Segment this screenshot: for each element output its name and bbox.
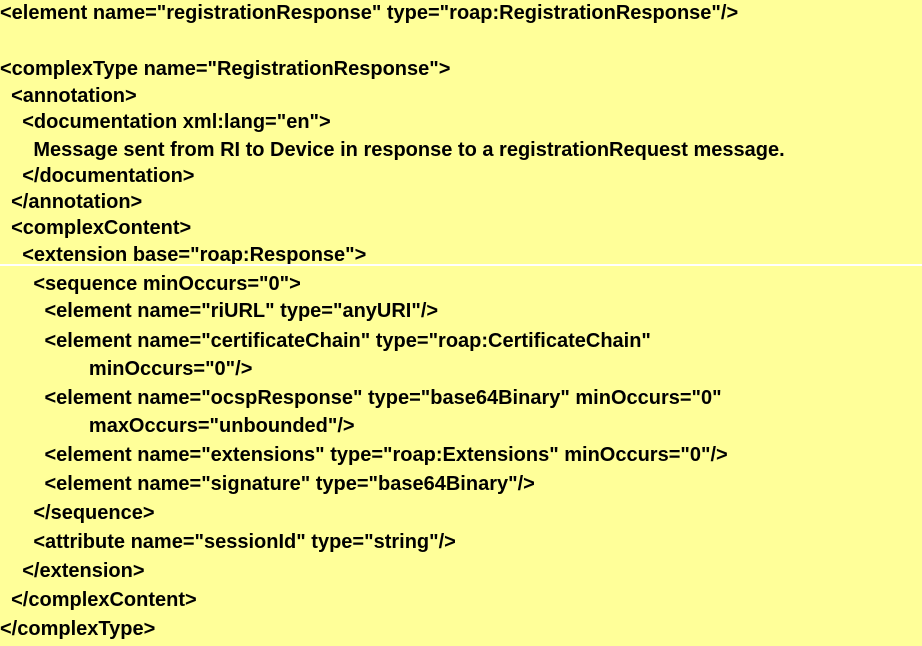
code-line: </complexContent> (0, 586, 197, 615)
code-line: <extension base="roap:Response"> (0, 241, 366, 264)
code-line: <sequence minOccurs="0"> (0, 270, 301, 299)
code-line: <annotation> (0, 82, 137, 111)
code-line: <element name="signature" type="base64Bi… (0, 470, 535, 499)
code-line: </annotation> (0, 188, 142, 217)
code-line: <element name="ocspResponse" type="base6… (0, 384, 722, 413)
code-line: Message sent from RI to Device in respon… (0, 136, 785, 165)
code-line: </sequence> (0, 499, 155, 528)
code-line: </complexType> (0, 615, 155, 644)
code-line: minOccurs="0"/> (0, 355, 252, 384)
code-line: <element name="extensions" type="roap:Ex… (0, 441, 728, 470)
code-line: maxOccurs="unbounded"/> (0, 412, 355, 441)
code-line: <complexContent> (0, 214, 191, 243)
code-line: <element name="riURL" type="anyURI"/> (0, 297, 438, 326)
code-panel-top: <element name="registrationResponse" typ… (0, 0, 922, 264)
code-line: <element name="registrationResponse" typ… (0, 0, 738, 28)
code-line: <element name="certificateChain" type="r… (0, 327, 651, 356)
code-line: <documentation xml:lang="en"> (0, 108, 331, 137)
code-line: </documentation> (0, 162, 194, 191)
code-line: <attribute name="sessionId" type="string… (0, 528, 456, 557)
code-line: <complexType name="RegistrationResponse"… (0, 55, 450, 84)
code-panel-bottom: <sequence minOccurs="0"> <element name="… (0, 266, 922, 646)
code-line: </extension> (0, 557, 145, 586)
